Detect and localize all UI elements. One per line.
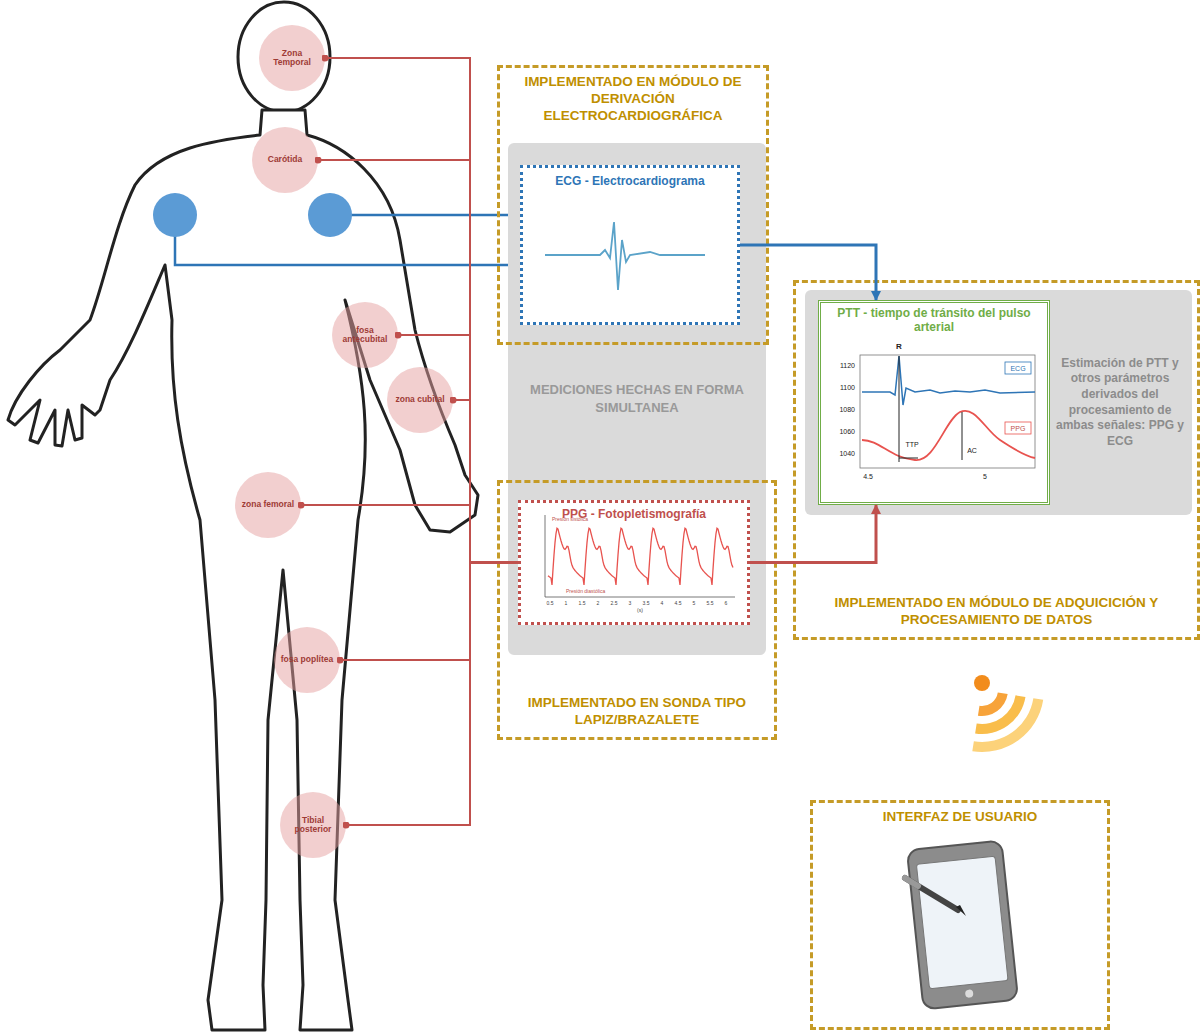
module-frame: IMPLEMENTADO EN MÓDULO DE DERIVACIÓN ELE… (497, 65, 769, 345)
module-frame: IMPLEMENTADO EN MÓDULO DE ADQUICICIÓN Y … (793, 280, 1200, 640)
node-text: MEDICIONES HECHAS EN FORMA SIMULTANEA (520, 381, 755, 416)
plot-annotation: ECG (1010, 365, 1025, 372)
wireless-arc (972, 698, 1043, 752)
human-silhouette (8, 2, 478, 1030)
axis-tick: 1060 (839, 428, 855, 435)
connector (325, 58, 518, 563)
axis-tick: 4 (661, 601, 664, 606)
processing-panel: Estimación de PTT y otros parámetros der… (805, 290, 1192, 515)
tablet-body (907, 840, 1018, 1009)
plot-axes (545, 515, 735, 597)
tablet-icon (907, 840, 1018, 1009)
tablet-screen (916, 856, 1008, 989)
connector (346, 563, 518, 826)
ppg-trace (862, 411, 1035, 460)
location-circle: zona femoral (235, 472, 301, 538)
axis-tick: 1040 (839, 450, 855, 457)
axis-tick: 2.5 (611, 601, 618, 606)
node-text: zona femoral (239, 500, 297, 509)
connector (740, 245, 876, 300)
node-text: INTERFAZ DE USUARIO (820, 809, 1100, 826)
stylus-body (905, 878, 958, 910)
axis-tick: 3.5 (643, 601, 650, 606)
legend-box (1005, 362, 1031, 374)
node-text: ECG - Electrocardiograma (555, 174, 704, 188)
location-circle: fosa poplítea (274, 627, 340, 693)
node-text: Carótida (256, 155, 314, 164)
connector (301, 505, 518, 563)
plot-frame (860, 355, 1035, 468)
axis-tick: 4.5 (675, 601, 682, 606)
connector (340, 563, 518, 661)
axis-tick: 1120 (840, 362, 855, 369)
head-outline (238, 2, 330, 112)
connector (318, 160, 518, 563)
module-frame: INTERFAZ DE USUARIO (810, 800, 1110, 1030)
wireless-icon (972, 675, 1043, 752)
location-circle: Tibial posterior (280, 792, 346, 858)
axis-tick: 5 (693, 601, 696, 606)
plot-annotation: AC (967, 447, 977, 454)
axis-tick: (s) (637, 608, 643, 613)
axis-tick: 6 (725, 601, 728, 606)
plot-annotation: TTP (905, 441, 918, 448)
node-text: Tibial posterior (284, 816, 342, 835)
node-text: Zona Temporal (263, 49, 321, 68)
stylus-tip (956, 905, 966, 916)
module-frame: IMPLEMENTADO EN SONDA TIPO LAPIZ/BRAZALE… (497, 480, 777, 740)
signal-box: ECG - Electrocardiograma (520, 165, 740, 325)
electrode (153, 193, 197, 237)
axis-tick: 1080 (839, 406, 855, 413)
plot-annotation: Presión sistólica (552, 517, 588, 522)
electrode (308, 193, 352, 237)
node-text: Estimación de PTT y otros parámetros der… (1054, 356, 1186, 450)
tablet-button (965, 989, 974, 998)
location-circle: Carótida (252, 127, 318, 193)
axis-tick: 4.5 (863, 473, 873, 480)
node-text: fosa poplítea (278, 655, 336, 664)
axis-tick: 5 (983, 473, 987, 480)
node-text: PTT - tiempo de tránsito del pulso arter… (827, 306, 1042, 335)
electrode-wire (330, 214, 520, 217)
ttp-arrow (899, 458, 918, 459)
ppg-waveform (548, 528, 733, 585)
result-box: PTT - tiempo de tránsito del pulso arter… (818, 300, 1050, 505)
plot-annotation: PPG (1011, 425, 1026, 432)
node-text: IMPLEMENTADO EN SONDA TIPO LAPIZ/BRAZALE… (506, 695, 768, 729)
node-text: fosa antecubital (336, 326, 394, 345)
plot-annotation: R (896, 343, 902, 351)
body-outline (8, 110, 478, 1030)
wireless-arc (978, 693, 1008, 716)
ac-arrow (962, 412, 963, 460)
ecg-trace (862, 356, 1035, 405)
axis-tick: 1 (565, 601, 568, 606)
wireless-dot (974, 675, 990, 691)
ecg-waveform (545, 222, 705, 290)
connector (750, 505, 876, 563)
axis-tick: 1100 (840, 384, 855, 391)
location-circle: zona cubital (387, 367, 453, 433)
location-circle: fosa antecubital (332, 302, 398, 368)
axis-tick: 1.5 (579, 601, 586, 606)
axis-tick: 2 (597, 601, 600, 606)
connector (398, 335, 518, 563)
node-text: IMPLEMENTADO EN MÓDULO DE DERIVACIÓN ELE… (502, 74, 764, 125)
node-text: zona cubital (391, 395, 449, 404)
r-marker-line (899, 356, 900, 462)
stylus-cap (905, 878, 918, 886)
node-text: IMPLEMENTADO EN MÓDULO DE ADQUICICIÓN Y … (802, 595, 1192, 629)
stylus (905, 878, 966, 916)
plot-annotation: Presión diastólica (566, 589, 605, 594)
axis-tick: 0.5 (547, 601, 554, 606)
legend-box (1005, 422, 1031, 434)
axis-tick: 5.5 (707, 601, 714, 606)
location-circle: Zona Temporal (259, 25, 325, 91)
connector (453, 400, 518, 563)
axis-tick: 3 (629, 601, 632, 606)
